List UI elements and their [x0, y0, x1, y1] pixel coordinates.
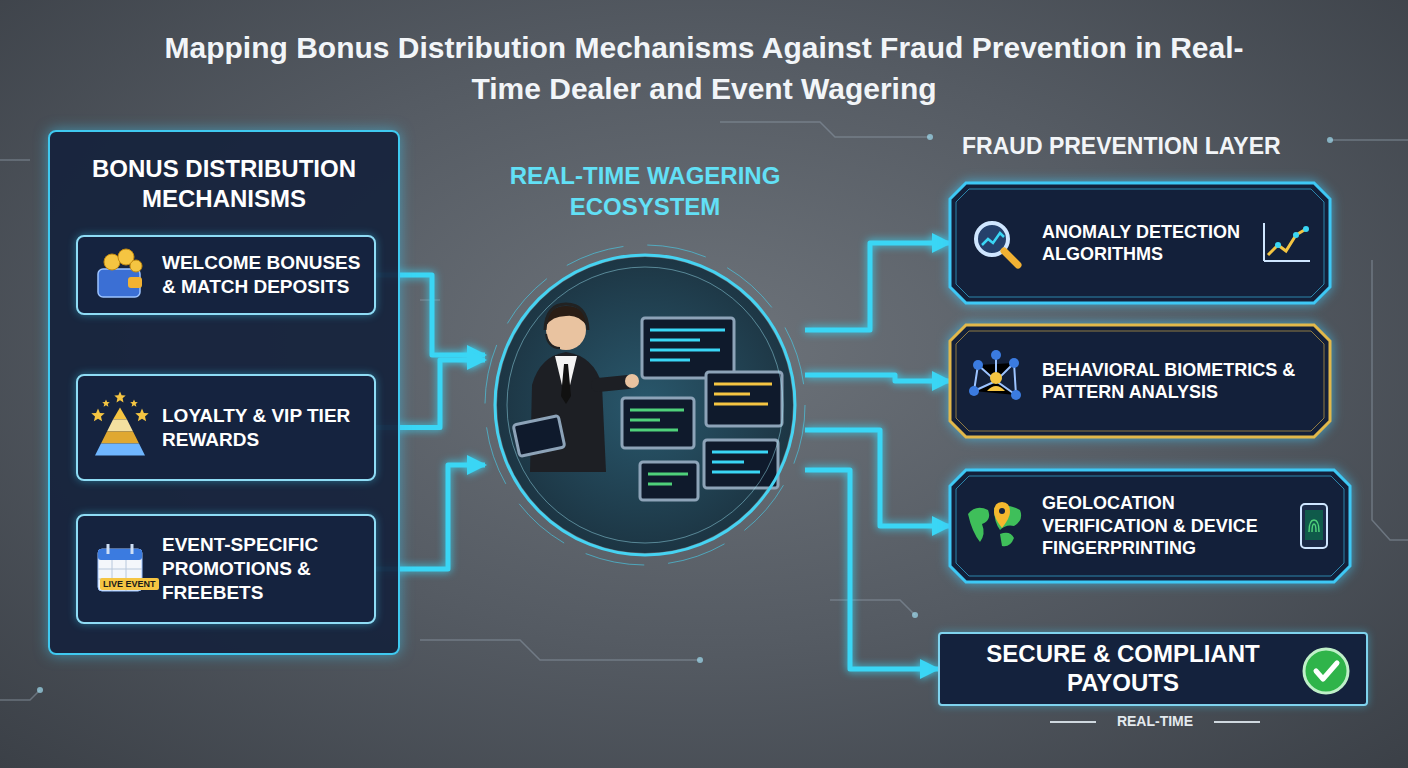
- box-label: LOYALTY & VIP TIER REWARDS: [162, 404, 368, 452]
- icon: [1264, 223, 1310, 261]
- flow-arrow: [805, 243, 950, 330]
- box-label: ANOMALY DETECTION ALGORITHMS: [1042, 221, 1250, 266]
- payout-box: SECURE & COMPLIANT PAYOUTS: [938, 632, 1368, 706]
- icon-tag: LIVE EVENT: [100, 578, 159, 590]
- box-label: WELCOME BONUSES & MATCH DEPOSITS: [162, 251, 368, 299]
- flow-arrow: [805, 375, 950, 381]
- footer-tag: REAL-TIME: [1100, 713, 1210, 729]
- icon: [969, 350, 1021, 400]
- fraud-control-box: GEOLOCATION VERIFICATION & DEVICE FINGER…: [950, 470, 1350, 582]
- node-shape: [78, 237, 374, 313]
- ecosystem-hub: REAL-TIME WAGERING ECOSYSTEM: [485, 160, 805, 560]
- box-label: BEHAVIORAL BIOMETRICS & PATTERN ANALYSIS: [1042, 359, 1310, 404]
- fraud-control-box: BEHAVIORAL BIOMETRICS & PATTERN ANALYSIS: [950, 325, 1330, 437]
- diagram-title: Mapping Bonus Distribution Mechanisms Ag…: [150, 28, 1258, 109]
- panel-heading: BONUS DISTRIBUTION MECHANISMS: [66, 154, 382, 214]
- box-label: EVENT-SPECIFIC PROMOTIONS & FREEBETS: [162, 533, 368, 604]
- bonus-box: LOYALTY & VIP TIER REWARDS: [76, 374, 376, 481]
- box-label: SECURE & COMPLIANT PAYOUTS: [960, 640, 1286, 698]
- icon: [98, 249, 142, 297]
- icon: [1304, 649, 1348, 693]
- flow-arrow: [805, 430, 950, 526]
- icon: [968, 502, 1021, 546]
- node-shape: [78, 376, 374, 479]
- flow-arrow: [805, 470, 938, 669]
- bonus-box: EVENT-SPECIFIC PROMOTIONS & FREEBETS: [76, 514, 376, 624]
- bonus-box: WELCOME BONUSES & MATCH DEPOSITS: [76, 235, 376, 315]
- section-heading: FRAUD PREVENTION LAYER: [962, 133, 1281, 160]
- hub-heading: REAL-TIME WAGERING ECOSYSTEM: [485, 160, 805, 222]
- icon: [1301, 504, 1327, 548]
- box-label: GEOLOCATION VERIFICATION & DEVICE FINGER…: [1042, 492, 1288, 560]
- node-shape: [950, 183, 1330, 303]
- node-shape: [950, 325, 1330, 437]
- circuit-traces: [0, 122, 1408, 700]
- icon: [976, 223, 1018, 265]
- icon: [91, 392, 148, 456]
- category-panel: BONUS DISTRIBUTION MECHANISMS WELCOME BON…: [48, 130, 400, 655]
- fraud-control-box: ANOMALY DETECTION ALGORITHMS: [950, 183, 1330, 303]
- dealer-illustration: [497, 257, 793, 553]
